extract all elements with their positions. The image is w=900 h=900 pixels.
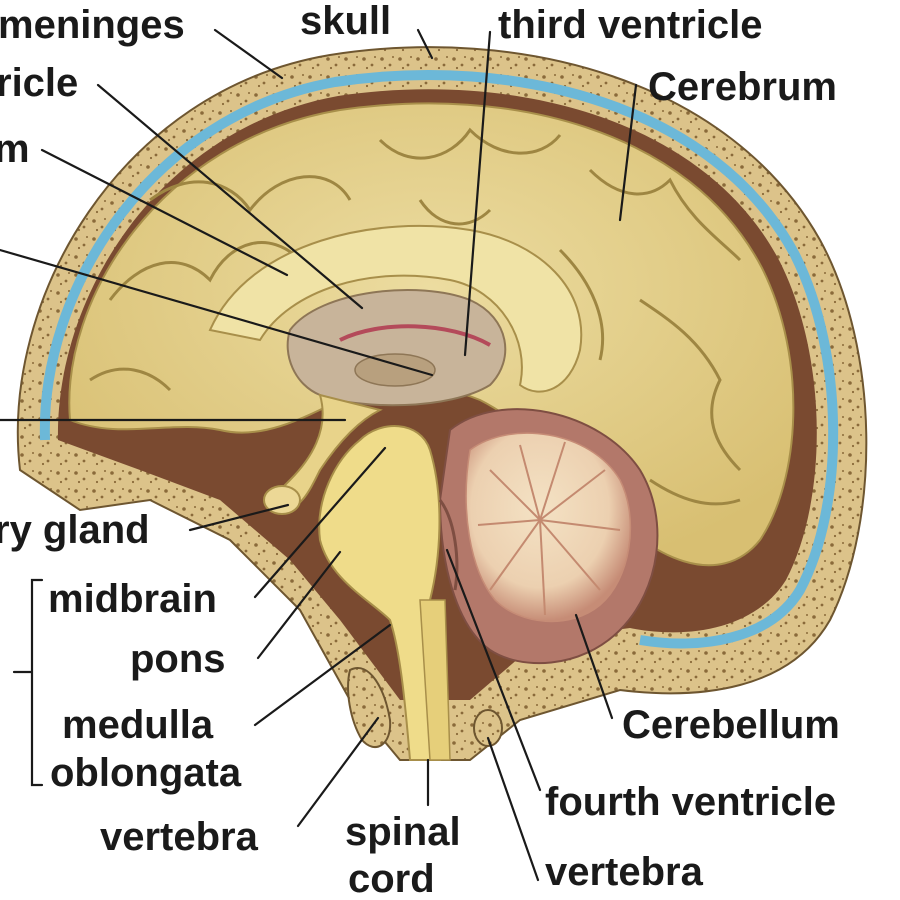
label-vertebra-right: vertebra [545,850,704,894]
leader-cerebrum [618,83,638,222]
label-skull: skull [300,0,391,43]
label-corpus-partial: m [0,127,30,171]
fourth-ventricle-shape [438,499,459,591]
meninges-layer [39,70,839,649]
thalamus-area [286,289,507,407]
label-ventricle-partial: ricle [0,61,78,105]
label-midbrain: midbrain [48,577,217,621]
label-meninges: meninges [0,3,185,47]
label-third-ventricle: third ventricle [498,3,763,47]
vertebra-left-shape [347,667,392,749]
leader-cerebellum [574,613,614,720]
leader-skull [416,28,434,60]
leader-vertebra-right [486,736,540,882]
label-pons: pons [130,637,226,681]
leader-corpus [40,148,289,277]
leader-midbrain [253,446,387,599]
leader-third-ventricle [463,30,492,357]
leader-fourth-ventricle [445,548,542,792]
cerebellum-shape [438,408,659,665]
brainstem-bracket [12,578,44,787]
leader-pituitary [188,503,290,532]
leader-thalamus [0,248,434,377]
vertebra-right-shape [473,709,503,747]
label-vertebra-left: vertebra [100,815,259,859]
leader-medulla [253,623,392,727]
leader-vertebra-left [296,716,380,828]
label-medulla-2: oblongata [50,751,242,795]
brainstem-shape [318,425,451,761]
leader-lines [0,28,638,882]
corpus-callosum-shape [208,224,583,393]
label-cerebellum: Cerebellum [622,703,840,747]
label-pituitary-partial: ry gland [0,508,150,552]
leader-pons [256,550,342,660]
pituitary-region [263,393,383,515]
label-medulla-1: medulla [62,703,214,747]
label-cerebrum: Cerebrum [648,65,837,109]
labels: meninges skull third ventricle Cerebrum … [0,0,840,900]
leader-meninges [213,28,284,80]
label-spinal-1: spinal [345,810,461,854]
label-spinal-2: cord [348,857,435,900]
leader-ventricle [96,83,364,310]
label-fourth-ventricle: fourth ventricle [545,780,836,824]
